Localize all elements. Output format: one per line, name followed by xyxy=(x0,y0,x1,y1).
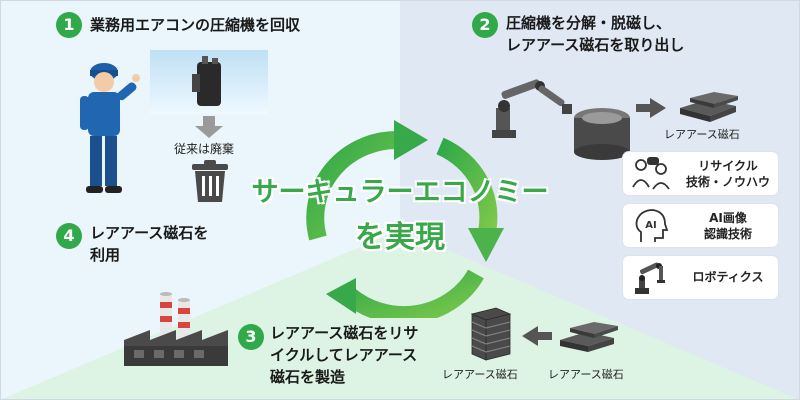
people-chat-icon xyxy=(632,157,670,190)
step-3-title: レアアース磁石をリサ イクルしてレアアース 磁石を製造 xyxy=(270,322,418,388)
center-title-line1: サーキュラーエコノミー xyxy=(251,177,549,208)
step-2-title-line2: レアアース磁石を取り出し xyxy=(506,36,685,54)
step-3-badge: 3 xyxy=(238,324,264,350)
step-1-badge: 1 xyxy=(56,12,82,38)
tech-label-recycling-line1: リサイクル xyxy=(698,159,758,173)
step-4-badge: 4 xyxy=(56,223,82,249)
step-4-title: レアアース磁石を 利用 xyxy=(90,222,208,266)
step-2-title-line1: 圧縮機を分解・脱磁し、 xyxy=(506,14,672,32)
factory-icon xyxy=(124,292,228,366)
down-arrow-icon xyxy=(195,116,223,138)
left-arrow-icon xyxy=(522,326,552,346)
step-3-title-line2: イクルしてレアアース xyxy=(270,346,418,364)
compressor-photo-icon xyxy=(150,50,268,114)
step-2-badge: 2 xyxy=(472,12,498,38)
circular-arrows-icon xyxy=(306,120,504,318)
robot-disassembly-icon xyxy=(492,79,630,160)
step-3-title-line3: 磁石を製造 xyxy=(270,368,346,386)
magnet-label-top: レアアース磁石 xyxy=(664,128,740,141)
ai-head-icon: AI xyxy=(635,209,669,242)
magnet-pieces-icon xyxy=(560,322,618,352)
step-1-title: 業務用エアコンの圧縮機を回収 xyxy=(90,16,301,34)
magnet-label-bottom-right: レアアース磁石 xyxy=(548,368,624,381)
magnet-stack-icon xyxy=(680,92,738,122)
tech-card-recycling: リサイクル 技術・ノウハウ xyxy=(623,152,778,195)
tech-label-ai-line2: 認識技術 xyxy=(703,227,752,241)
tech-card-ai: AI AI画像 認識技術 xyxy=(623,204,778,247)
step-2-title: 圧縮機を分解・脱磁し、 レアアース磁石を取り出し xyxy=(506,12,684,56)
tech-label-recycling-line2: 技術・ノウハウ xyxy=(685,175,770,189)
center-title-line2: を実現 xyxy=(355,220,445,255)
step-3-title-line1: レアアース磁石をリサ xyxy=(270,324,419,342)
worker-icon xyxy=(80,63,140,193)
tech-label-ai-line1: AI画像 xyxy=(709,211,747,225)
tech-label-robotics: ロボティクス xyxy=(692,270,764,284)
magnet-block-stack-icon xyxy=(470,307,512,361)
right-arrow-icon xyxy=(636,98,666,118)
step-4-title-line1: レアアース磁石を xyxy=(90,224,209,242)
conventional-disposal-label: 従来は廃棄 xyxy=(174,142,235,156)
robot-arm-icon xyxy=(635,262,665,294)
tech-label-ai: AI画像 認識技術 xyxy=(683,210,773,242)
svg-text:AI: AI xyxy=(645,220,656,231)
step-4-title-line2: 利用 xyxy=(90,246,121,264)
magnet-label-bottom-left: レアアース磁石 xyxy=(442,368,518,381)
tech-card-robotics: ロボティクス xyxy=(623,256,778,299)
trash-can-icon xyxy=(192,160,228,202)
tech-label-recycling: リサイクル 技術・ノウハウ xyxy=(683,158,773,190)
